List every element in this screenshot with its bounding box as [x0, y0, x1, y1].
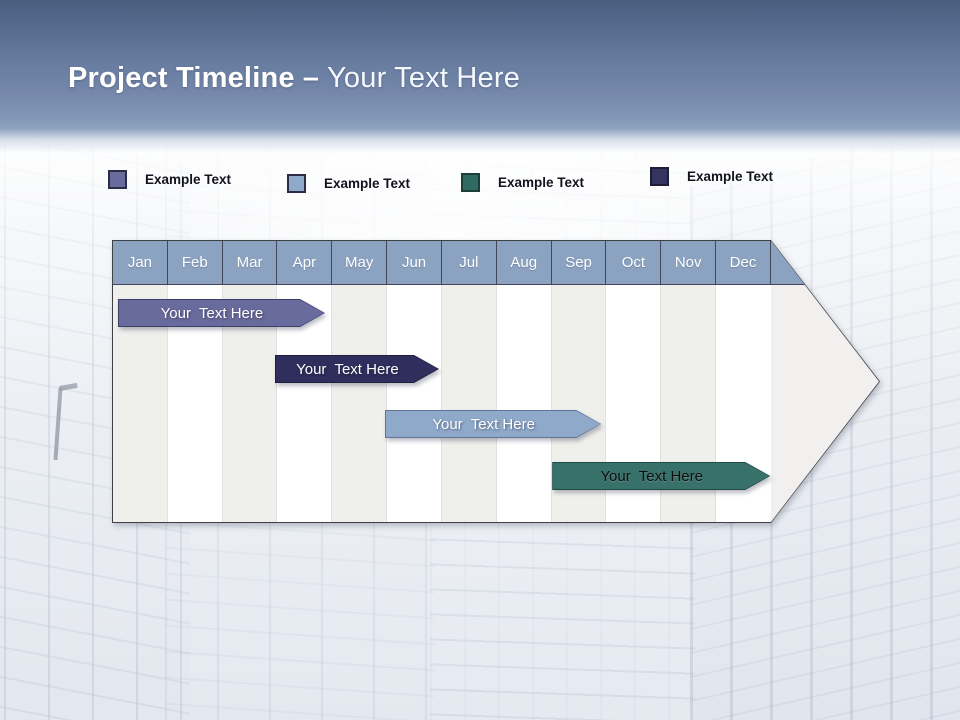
month-feb: Feb — [168, 241, 223, 284]
month-nov: Nov — [661, 241, 717, 284]
month-apr: Apr — [277, 241, 333, 284]
month-jan: Jan — [113, 241, 168, 284]
slide-title: Project Timeline–Your Text Here — [68, 62, 520, 95]
month-aug: Aug — [497, 241, 552, 284]
legend-swatch-teal — [461, 172, 480, 192]
column-stripe-jul — [441, 285, 497, 522]
month-mar: Mar — [223, 241, 278, 284]
legend-label: Example Text — [687, 168, 774, 184]
title-sub: Your Text Here — [327, 62, 521, 94]
bar-label: Your Text Here — [600, 467, 703, 485]
legend-swatch-purple — [108, 169, 127, 189]
legend-item-4: Example Text — [650, 165, 773, 187]
timeline-bar-2: Your Text Here — [275, 355, 439, 383]
bar-label: Your Text Here — [296, 360, 399, 378]
legend-swatch-lightblue — [287, 173, 306, 193]
column-stripe-aug — [496, 285, 552, 522]
month-jul: Jul — [442, 241, 497, 284]
legend-item-3: Example Text — [461, 171, 584, 193]
timeline-bar-4: Your Text Here — [552, 462, 770, 490]
month-may: May — [332, 241, 388, 284]
legend-label: Example Text — [145, 171, 232, 187]
legend-label: Example Text — [324, 175, 411, 191]
legend-item-2: Example Text — [287, 172, 410, 194]
legend-label: Example Text — [498, 174, 585, 190]
column-stripe-may — [332, 285, 388, 522]
bar-label: Your Text Here — [160, 304, 264, 322]
month-jun: Jun — [387, 241, 442, 284]
month-dec: Dec — [716, 241, 771, 284]
timeline-bar-3: Your Text Here — [385, 410, 601, 438]
bar-label: Your Text Here — [432, 415, 535, 433]
timeline-bar-1: Your Text Here — [118, 299, 325, 327]
month-sep: Sep — [552, 241, 607, 284]
legend-swatch-navy — [650, 166, 669, 186]
title-main: Project Timeline — [68, 62, 295, 94]
month-oct: Oct — [606, 241, 662, 284]
title-dash: – — [302, 62, 320, 94]
legend-item-1: Example Text — [108, 168, 231, 190]
title-banner: Project Timeline–Your Text Here — [0, 0, 960, 154]
column-stripe-jun — [387, 285, 442, 522]
